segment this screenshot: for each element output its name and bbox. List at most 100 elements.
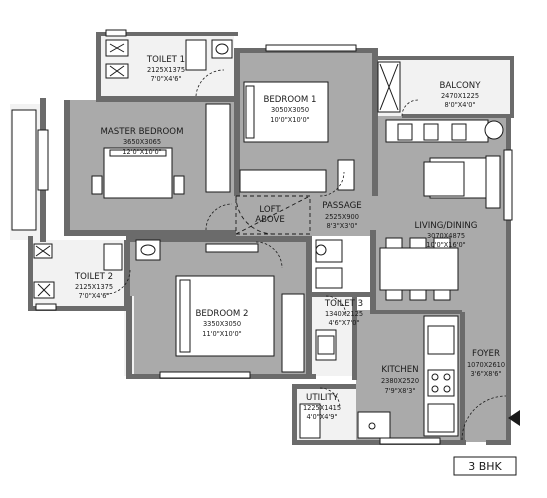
passage-basin: [315, 244, 327, 256]
foyer-name: FOYER: [472, 349, 500, 359]
bedroom2-name: BEDROOM 2: [195, 309, 248, 319]
utility-name: UTILITY: [306, 393, 339, 403]
master-wardrobe: [205, 103, 231, 193]
dining-chair-4: [385, 289, 403, 301]
passage-floor: [236, 196, 376, 236]
wall-bedroom1-living: [372, 50, 378, 196]
bedroom1-name: BEDROOM 1: [263, 95, 316, 105]
window-kitchen: [379, 437, 441, 445]
kitchen-hob: [427, 369, 455, 397]
kitchen-hob-burner-3: [431, 385, 439, 393]
toilet1-metric: 2125X1375: [147, 66, 185, 74]
toilet1-shower-tray: [185, 39, 207, 71]
dining-chair-3: [433, 237, 451, 249]
wall-bedroom2-right: [306, 236, 312, 378]
kitchen-name: KITCHEN: [381, 365, 418, 375]
wall-utility-left: [292, 384, 297, 444]
window-bedroom2: [159, 371, 251, 379]
master-bedroom-metric: 3650X3065: [123, 138, 161, 146]
loft-line1: LOFT: [259, 205, 281, 215]
toilet3-name: TOILET 3: [324, 299, 363, 309]
wall-top-balcony: [374, 56, 514, 60]
wall-toilet3-top: [310, 292, 370, 297]
balcony-imperial: 8'0"X4'0": [445, 101, 476, 109]
utility-washer-drum: [368, 422, 376, 430]
bedroom2-metric: 3350X3050: [203, 320, 241, 328]
dining-chair-2: [409, 237, 427, 249]
foyer-floor: [462, 314, 508, 442]
bedroom1-shelf: [337, 159, 355, 191]
living-dining-imperial: 10'0"X16'0": [426, 241, 465, 249]
balcony-rack-x2: [379, 63, 399, 111]
door-utility: [319, 387, 341, 409]
bedroom2-imperial: 11'0"X10'0": [202, 330, 241, 338]
loft-line2: ABOVE: [255, 215, 285, 225]
toilet3-wc-tank: [317, 335, 335, 355]
bedroom1-wardrobe: [239, 169, 327, 193]
toilet2-metric: 2125X1375: [75, 283, 113, 291]
wall-top-toilet1: [96, 32, 238, 36]
passage-metric: 2525X900: [325, 213, 359, 221]
wall-balcony-living: [402, 114, 510, 118]
window-bedroom1: [265, 44, 357, 52]
toilet1-shelf-x2: [109, 65, 125, 77]
bedroom1-imperial: 10'0"X10'0": [270, 116, 309, 124]
dining-chair-5: [409, 289, 427, 301]
living-dining-metric: 3070X4875: [427, 232, 465, 240]
door-bedroom1: [319, 171, 345, 197]
bedroom2-wardrobe: [281, 293, 305, 373]
master-bedroom-name: MASTER BEDROOM: [101, 127, 184, 137]
wall-master-bedroom1: [234, 48, 240, 196]
master-bedroom-imperial: 12'0"X10'0": [122, 148, 161, 156]
unit-type-tag: 3 BHK: [453, 456, 517, 476]
living-coffee-table: [423, 161, 465, 197]
kitchen-imperial: 7'9"X8'3": [385, 387, 416, 395]
kitchen-hob-burner-2: [443, 373, 451, 381]
wall-toilet3-right: [352, 292, 357, 380]
master-desk: [11, 109, 37, 231]
wall-left-bedroom2: [126, 296, 132, 378]
toilet2-shower: [103, 243, 123, 271]
toilet1-imperial: 7'0"X4'6": [151, 75, 182, 83]
balcony-name: BALCONY: [439, 81, 481, 91]
windows: [35, 29, 513, 445]
fixtures: [11, 39, 520, 439]
bedroom2-shelf: [205, 243, 259, 253]
kitchen-metric: 2380X2520: [381, 377, 419, 385]
kitchen-hob-burner-4: [443, 385, 451, 393]
door-bedroom2: [255, 241, 283, 269]
wall-bottom-toilet2: [28, 306, 132, 311]
toilet2-wc-x2: [37, 283, 51, 297]
passage-opening-curve: [235, 195, 275, 235]
toilet3-imperial: 4'6"X7'0": [329, 319, 360, 327]
bedroom1-bed: [243, 81, 329, 143]
wall-master-passage: [64, 230, 236, 236]
kitchen-hob-burner-1: [431, 373, 439, 381]
door-balcony: [401, 99, 419, 117]
window-toilet1: [105, 29, 127, 37]
window-master: [37, 129, 49, 191]
window-living: [503, 149, 513, 221]
passage-imperial: 8'3"X3'0": [327, 222, 358, 230]
unit-type-box: [453, 456, 517, 476]
walls: [28, 32, 514, 445]
wall-utility-top: [292, 384, 356, 389]
foyer-imperial: 3'6"X8'6": [471, 370, 502, 378]
foyer-metric: 1070X2610: [467, 361, 505, 369]
wall-left-toilet1: [96, 32, 101, 98]
wall-right-balcony: [510, 56, 514, 118]
wall-toilet1-master: [96, 96, 236, 102]
toilet1-basin-bowl: [215, 43, 229, 55]
living-chair-3: [451, 123, 467, 141]
wall-bottom-foyer-right: [486, 440, 511, 445]
wall-toilet2-bedroom2: [124, 240, 130, 310]
dining-chair-6: [433, 289, 451, 301]
bedroom1-metric: 3050X3050: [271, 106, 309, 114]
living-dining-name: LIVING/DINING: [415, 221, 478, 231]
bedroom2-bed: [175, 275, 275, 357]
living-round-stool: [484, 120, 504, 140]
bedroom1-bed-pillows: [245, 85, 255, 139]
door-master: [205, 203, 233, 231]
wall-left-toilet2: [28, 236, 33, 310]
